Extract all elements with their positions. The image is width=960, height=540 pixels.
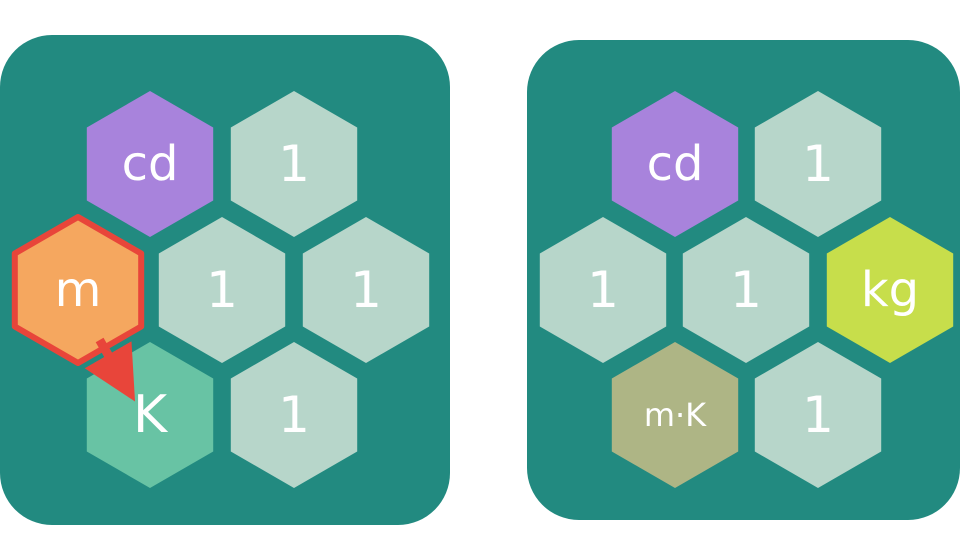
- hex-tile-label: 1: [206, 261, 238, 319]
- hex-tile-shape: [754, 342, 882, 488]
- hex-tile-label: 1: [730, 261, 762, 319]
- hex-tile-shape: [826, 217, 954, 363]
- hex-tile-label: cd: [122, 136, 179, 192]
- hex-tile-empty[interactable]: 1: [754, 342, 882, 488]
- hex-tile-candela[interactable]: cd: [86, 91, 214, 237]
- hex-tile-empty[interactable]: 1: [302, 217, 430, 363]
- hex-tile-shape: [539, 217, 667, 363]
- hex-tile-label: 1: [802, 135, 834, 193]
- hex-tile-label: 1: [587, 261, 619, 319]
- hex-tile-label: 1: [278, 386, 310, 444]
- hex-tile-shape: [158, 217, 286, 363]
- hex-tile-label: m: [55, 262, 102, 318]
- hex-tile-meter[interactable]: m: [11, 214, 145, 366]
- hex-tile-empty[interactable]: 1: [682, 217, 810, 363]
- hex-tile-label: m·K: [644, 396, 707, 434]
- hex-tile-label: cd: [647, 136, 704, 192]
- hex-tile-shape: [11, 214, 145, 366]
- hex-tile-shape: [754, 91, 882, 237]
- hex-tile-shape: [611, 342, 739, 488]
- hex-tile-empty[interactable]: 1: [230, 342, 358, 488]
- hex-tile-kelvin[interactable]: K: [86, 342, 214, 488]
- hex-tile-shape: [230, 91, 358, 237]
- hex-tile-candela[interactable]: cd: [611, 91, 739, 237]
- hex-tile-empty[interactable]: 1: [158, 217, 286, 363]
- hex-tile-shape: [682, 217, 810, 363]
- hex-tile-shape: [302, 217, 430, 363]
- hex-tile-shape: [230, 342, 358, 488]
- hex-tile-empty[interactable]: 1: [754, 91, 882, 237]
- hex-tile-label: 1: [802, 386, 834, 444]
- hex-tile-empty[interactable]: 1: [539, 217, 667, 363]
- hex-tile-label: K: [133, 385, 169, 445]
- hex-tile-kilogram[interactable]: kg: [826, 217, 954, 363]
- hex-tile-label: 1: [278, 135, 310, 193]
- hex-tile-label: kg: [861, 262, 919, 318]
- move-arrow: [84, 337, 136, 402]
- board-after: cd 1 1 1 kg m·K 1: [539, 91, 954, 488]
- hex-tile-meter-kelvin[interactable]: m·K: [611, 342, 739, 488]
- hex-tile-label: 1: [350, 261, 382, 319]
- hex-tile-shape: [611, 91, 739, 237]
- hex-tile-shape: [86, 91, 214, 237]
- hex-tile-empty[interactable]: 1: [230, 91, 358, 237]
